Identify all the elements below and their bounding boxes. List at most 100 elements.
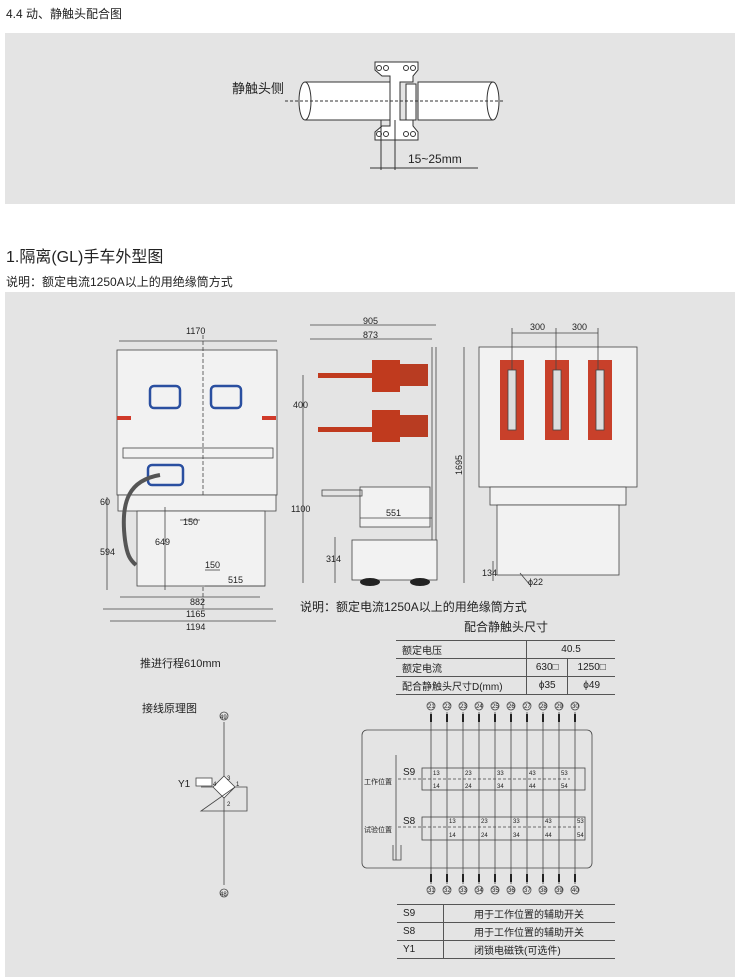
terminal-30 — [570, 701, 580, 711]
table-cell: 额定电流 — [396, 658, 528, 677]
s9-contact-label: 44 — [529, 784, 536, 790]
terminal-39 — [554, 885, 564, 895]
terminal-24 — [474, 701, 484, 711]
terminal-label: 22 — [444, 704, 451, 710]
s9-contact-label: 13 — [433, 771, 440, 777]
terminal-31 — [426, 885, 436, 895]
terminal-label: 40 — [572, 888, 579, 894]
terminal-pin — [446, 874, 448, 882]
terminal-label: 25 — [492, 704, 499, 710]
contact-table-title: 配合静触头尺寸 — [464, 620, 549, 634]
terminal-pin — [558, 874, 560, 882]
side-label: 静触头侧 — [232, 81, 284, 96]
terminal-label: 34 — [476, 888, 483, 894]
terminal-21 — [426, 701, 436, 711]
terminal-label: 27 — [524, 704, 531, 710]
s8-contact-label: 13 — [449, 819, 456, 825]
terminal-40 — [570, 885, 580, 895]
section-title-1: 1.隔离(GL)手车外型图 — [6, 249, 164, 266]
aux-terminals: 2131223223332434253526362737283829393040… — [426, 701, 584, 895]
terminal-33 — [458, 885, 468, 895]
dim-phi22: ϕ22 — [528, 577, 543, 587]
table-cell: 40.5 — [526, 640, 615, 659]
terminal-label: 37 — [524, 888, 531, 894]
dim-134: 134 — [482, 568, 497, 578]
contact-fit-panel: 静触头侧 15~25mm — [5, 33, 735, 204]
rear-view: 300 300 134 ϕ22 — [478, 322, 638, 587]
terminal-label: 29 — [556, 704, 563, 710]
terminal-label: 26 — [508, 704, 515, 710]
table-cell: 630□ — [526, 658, 569, 677]
dim-1695: 1695 — [454, 455, 464, 475]
dim-649: 649 — [155, 537, 170, 547]
table-cell: Y1 — [397, 940, 444, 959]
terminal-pin — [574, 874, 576, 882]
s8-contact-label: 53 — [577, 819, 584, 825]
terminal-label: 32 — [444, 888, 451, 894]
terminal-label: 23 — [460, 704, 467, 710]
section-note: 说明：额定电流1250A以上的用绝缘筒方式 — [6, 275, 233, 289]
bridge-pin-label: 3 — [227, 776, 231, 782]
terminal-pin — [478, 874, 480, 882]
table-cell: 闭锁电磁铁(可选件) — [443, 940, 615, 959]
terminal-pin — [462, 714, 464, 722]
drawing-note: 说明：额定电流1250A以上的用绝缘筒方式 — [300, 600, 527, 614]
terminal-pin — [446, 714, 448, 722]
terminal-23 — [458, 701, 468, 711]
terminal-25 — [490, 701, 500, 711]
terminal-37 — [522, 885, 532, 895]
terminal-22 — [442, 701, 452, 711]
switch-s8-label: S8 — [403, 816, 416, 827]
terminal-pin — [558, 714, 560, 722]
coil-y1: Y1 — [178, 779, 191, 790]
terminal-48: 48 — [220, 892, 227, 898]
gap-dimension: 15~25mm — [408, 152, 462, 166]
terminal-26 — [506, 701, 516, 711]
dim-905: 905 — [363, 316, 378, 326]
test-position-label: 试验位置 — [364, 825, 392, 834]
dim-594: 594 — [100, 547, 115, 557]
dim-1194: 1194 — [186, 622, 205, 632]
s9-contact-label: 33 — [497, 771, 504, 777]
terminal-49: 49 — [220, 715, 227, 721]
s9-contact-label: 54 — [561, 784, 568, 790]
wiring-title: 接线原理图 — [142, 703, 197, 715]
section-title-4-4: 4.4 动、静触头配合图 — [6, 7, 123, 21]
table-cell: S8 — [397, 922, 444, 941]
terminal-label: 28 — [540, 704, 547, 710]
dim-60: 60 — [100, 497, 110, 507]
s9-contact-label: 23 — [465, 771, 472, 777]
s8-contact-label: 44 — [545, 833, 552, 839]
terminal-label: 35 — [492, 888, 499, 894]
terminal-36 — [506, 885, 516, 895]
side-view: 905 873 400 1100 1695 551 314 — [291, 316, 465, 586]
s9-contact-label: 43 — [529, 771, 536, 777]
dim-1100: 1100 — [291, 504, 310, 514]
s9-contact-label: 14 — [433, 784, 440, 790]
dim-300-a: 300 — [530, 322, 545, 332]
dim-150-b: 150 — [205, 560, 220, 570]
s9-contact-label: 24 — [465, 784, 472, 790]
bridge-pin-label: 2 — [227, 802, 231, 808]
dim-873: 873 — [363, 330, 378, 340]
terminal-pin — [430, 874, 432, 882]
s8-contact-label: 33 — [513, 819, 520, 825]
dim-515: 515 — [228, 575, 243, 585]
table-cell: 配合静触头尺寸D(mm) — [396, 676, 528, 695]
terminal-label: 33 — [460, 888, 467, 894]
dim-882: 882 — [190, 597, 205, 607]
s9-contact-label: 53 — [561, 771, 568, 777]
dim-1165: 1165 — [186, 609, 205, 619]
table-cell: 额定电压 — [396, 640, 528, 659]
terminal-pin — [462, 874, 464, 882]
coil-wiring-diagram: 49 48 Y1 3 4 1 2 — [178, 711, 248, 898]
work-position-label: 工作位置 — [364, 777, 392, 786]
s8-contact-label: 54 — [577, 833, 584, 839]
